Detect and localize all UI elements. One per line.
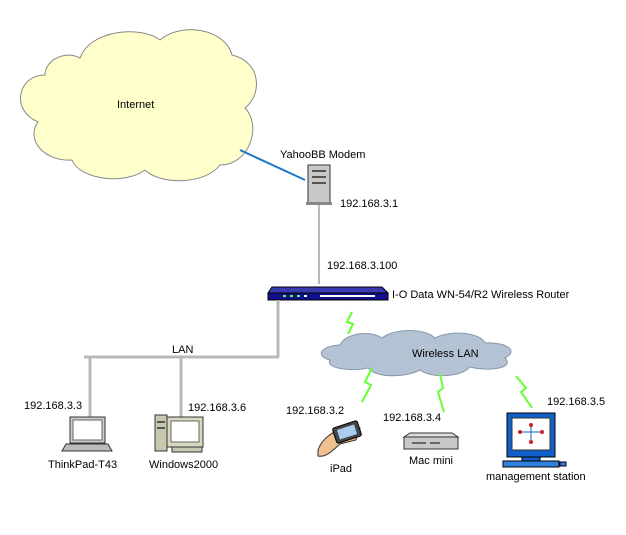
management-station-ip: 192.168.3.5 [547,396,605,408]
internet-label: Internet [117,99,154,111]
wireless-signal-icon [345,311,355,335]
wireless-signal-icon [515,375,533,409]
modem-icon [306,164,332,205]
mac-mini-ip: 192.168.3.4 [383,412,441,424]
router-label: I-O Data WN-54/R2 Wireless Router [392,289,570,301]
modem-label: YahooBB Modem [280,149,365,161]
workstation-icon [502,412,567,468]
management-station-label: management station [486,471,586,483]
desktop-computer-icon [154,414,204,453]
ipad-ip: 192.168.3.2 [286,405,344,417]
thinkpad-label: ThinkPad-T43 [48,459,117,471]
wireless-signal-icon [361,367,373,403]
wireless-signal-icon [436,373,445,413]
router-icon [267,286,390,301]
mac-mini-label: Mac mini [409,455,453,467]
mac-mini-icon [402,432,460,450]
windows2000-ip: 192.168.3.6 [188,402,246,414]
lan-label: LAN [172,344,193,356]
modem-ip: 192.168.3.1 [340,198,398,210]
windows2000-label: Windows2000 [149,459,218,471]
thinkpad-ip: 192.168.3.3 [24,400,82,412]
ipad-label: iPad [330,463,352,475]
router-ip: 192.168.3.100 [327,260,397,272]
internet-cloud: Internet [20,29,257,182]
ipad-icon [317,420,362,457]
wireless-lan-cloud: Wireless LAN [320,330,512,377]
laptop-icon [61,416,113,452]
lan-lines [84,300,280,420]
internet-link [239,149,306,181]
wireless-lan-label: Wireless LAN [412,348,479,360]
